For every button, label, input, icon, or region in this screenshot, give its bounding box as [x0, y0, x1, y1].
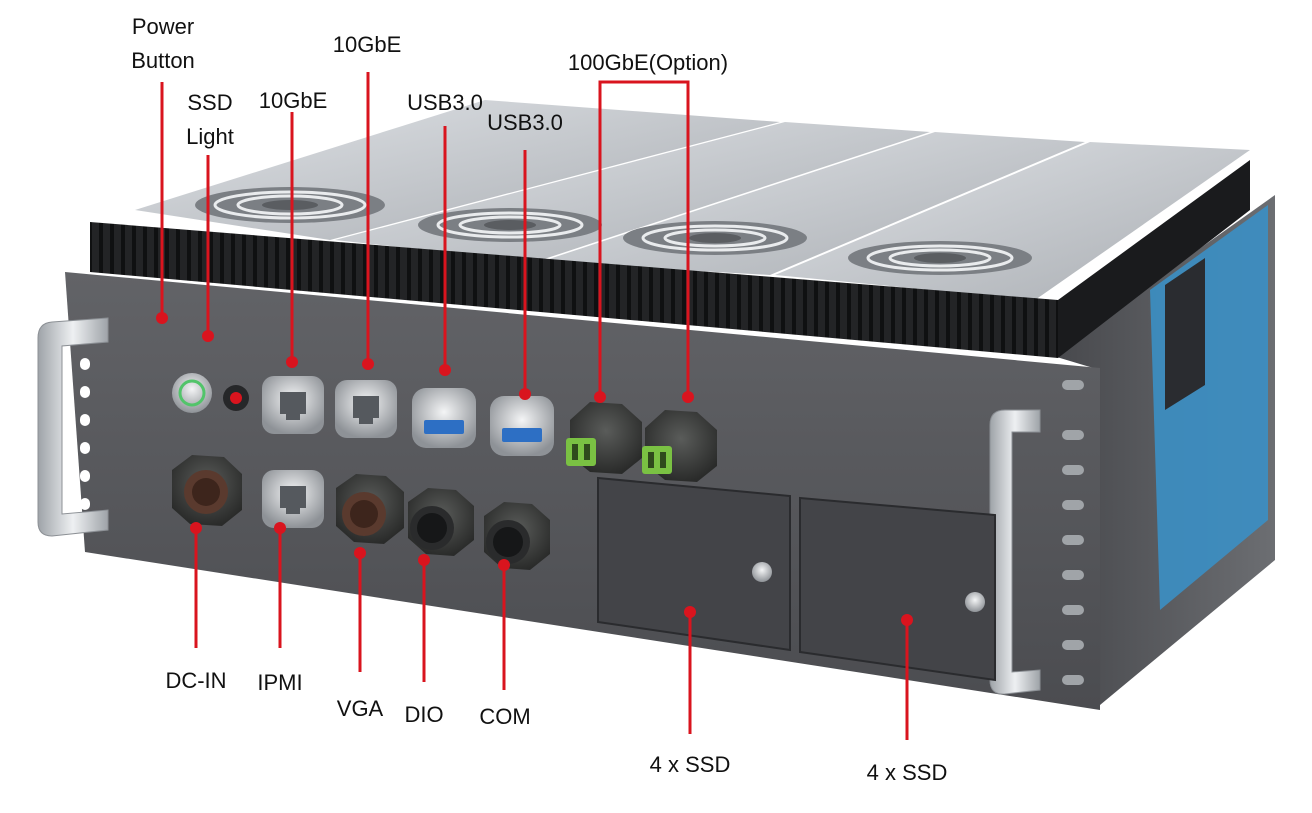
- handle-right: [989, 409, 1041, 695]
- label-power-button: Power Button: [131, 14, 195, 73]
- port-usb3-1: [412, 388, 476, 448]
- label-10gbe-1: 10GbE: [258, 88, 328, 113]
- fan-1: [195, 187, 385, 223]
- callout-dots: [156, 312, 913, 626]
- port-vga: [336, 474, 404, 544]
- label-com: COM: [479, 704, 531, 729]
- callout-lines: [160, 72, 909, 740]
- power-button: [172, 373, 212, 413]
- handle-left: [37, 317, 109, 537]
- ssd-bay-2: [799, 496, 996, 682]
- label-ssd-bay-1: 4 x SSD: [649, 752, 731, 777]
- ssd-light: [223, 385, 249, 411]
- port-usb3-2: [490, 396, 554, 456]
- port-dio: [408, 488, 474, 556]
- label-10gbe-2: 10GbE: [332, 32, 402, 57]
- heatsink-side: [1058, 160, 1250, 358]
- heatsink-fins: [90, 222, 1058, 358]
- port-com: [484, 502, 550, 570]
- fan-2: [418, 208, 602, 242]
- port-ipmi: [262, 470, 324, 528]
- port-100gbe-1: [566, 402, 642, 474]
- label-ipmi: IPMI: [257, 670, 303, 695]
- port-10gbe-2: [335, 380, 397, 438]
- label-vga: VGA: [336, 696, 384, 721]
- fan-4: [848, 241, 1032, 275]
- side-vent: [1165, 258, 1205, 410]
- label-100gbe-option: 100GbE(Option): [567, 50, 729, 75]
- ssd-bay-1: [597, 476, 791, 652]
- label-usb3-2: USB3.0: [487, 110, 563, 135]
- label-dc-in: DC-IN: [165, 668, 227, 693]
- label-dio: DIO: [404, 702, 444, 727]
- fan-3: [623, 221, 807, 255]
- port-10gbe-1: [262, 376, 324, 434]
- label-ssd-bay-2: 4 x SSD: [866, 760, 948, 785]
- port-dc-in: [172, 455, 242, 526]
- label-ssd-light: SSD Light: [186, 90, 234, 149]
- label-usb3-1: USB3.0: [407, 90, 483, 115]
- port-100gbe-2: [642, 410, 717, 482]
- rack-ear-right: [1062, 380, 1084, 685]
